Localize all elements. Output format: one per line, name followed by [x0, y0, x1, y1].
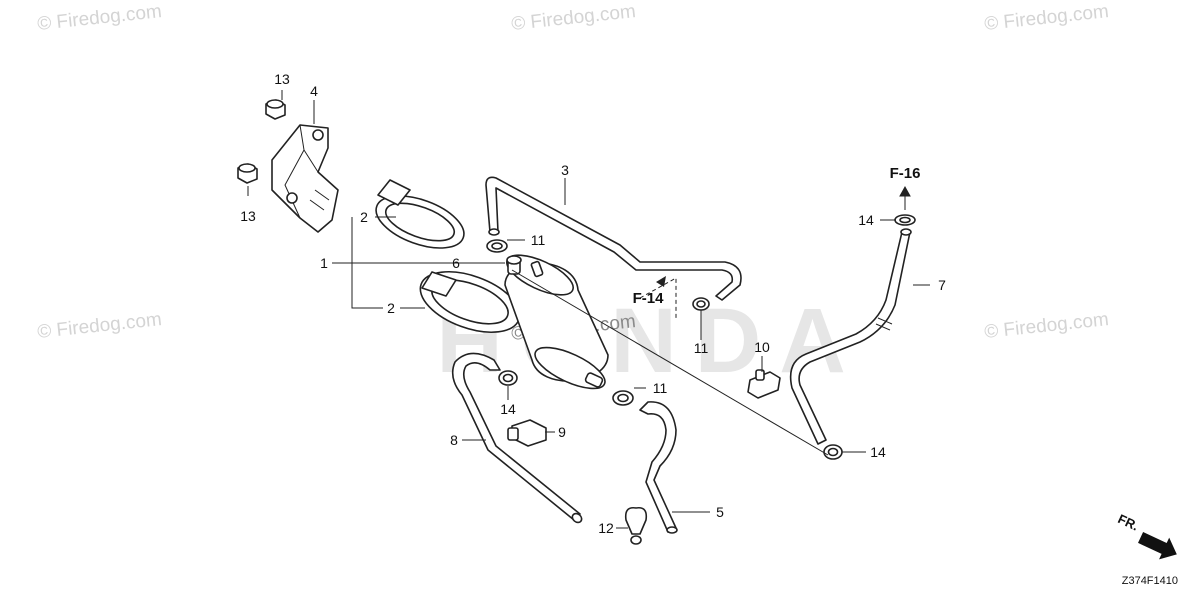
callout-11-right: 11	[694, 340, 709, 356]
holder-10	[747, 369, 781, 399]
callout-5: 5	[716, 504, 724, 520]
fr-arrow-icon	[1138, 532, 1177, 560]
clip-14-top	[894, 214, 916, 226]
ref-f14[interactable]: F-14	[633, 276, 666, 307]
ref-f14-arrow-icon	[656, 276, 666, 287]
tube-3	[485, 176, 742, 301]
ref-f16-label[interactable]: F-16	[890, 165, 921, 182]
callout-14-left: 14	[500, 401, 516, 417]
watermark-top-right: © Firedog.com	[983, 1, 1109, 35]
bracket-4	[271, 124, 339, 233]
fr-direction: FR.	[1116, 511, 1177, 560]
callout-6: 6	[452, 255, 460, 271]
hose-5	[639, 401, 678, 534]
callout-10: 10	[754, 339, 770, 355]
callout-11-lower: 11	[653, 380, 668, 396]
nut-13-upper	[265, 99, 286, 120]
fr-label: FR.	[1116, 511, 1141, 533]
callout-14-top: 14	[858, 212, 874, 228]
clip-14-right	[823, 444, 843, 460]
clip-11-lower	[612, 390, 634, 406]
callout-13-upper: 13	[274, 71, 290, 87]
callout-3: 3	[561, 162, 569, 178]
callout-2-upper: 2	[360, 209, 368, 225]
callout-8: 8	[450, 432, 458, 448]
hose-8	[451, 352, 583, 524]
callout-14-right: 14	[870, 444, 886, 460]
callout-2-lower: 2	[387, 300, 395, 316]
clip-14-left	[498, 370, 518, 386]
diagram-code: Z374F1410	[1122, 575, 1178, 587]
callout-1: 1	[320, 255, 328, 271]
clamp-12	[624, 506, 648, 545]
watermark-top-center: © Firedog.com	[510, 1, 636, 35]
ref-f14-label[interactable]: F-14	[633, 290, 665, 307]
band-2-upper	[375, 179, 465, 249]
watermark-mid-left: © Firedog.com	[36, 309, 162, 343]
callout-4: 4	[310, 83, 318, 99]
leader-lines	[247, 90, 930, 529]
clip-11-right	[692, 297, 710, 311]
clip-11-upper	[486, 239, 508, 253]
callout-7: 7	[938, 277, 946, 293]
hose-7	[789, 228, 912, 445]
watermark-top-left: © Firedog.com	[36, 1, 162, 35]
holder-9	[507, 419, 547, 447]
ref-f16[interactable]: F-16	[890, 165, 921, 210]
watermark-mid-right: © Firedog.com	[983, 309, 1109, 343]
ref-f16-arrow-icon	[899, 185, 911, 210]
callout-11-upper: 11	[531, 232, 546, 248]
callout-9: 9	[558, 424, 566, 440]
callout-13-lower: 13	[240, 208, 256, 224]
nut-13-lower	[237, 163, 258, 184]
canister-1	[504, 254, 609, 390]
callout-12: 12	[598, 520, 614, 536]
